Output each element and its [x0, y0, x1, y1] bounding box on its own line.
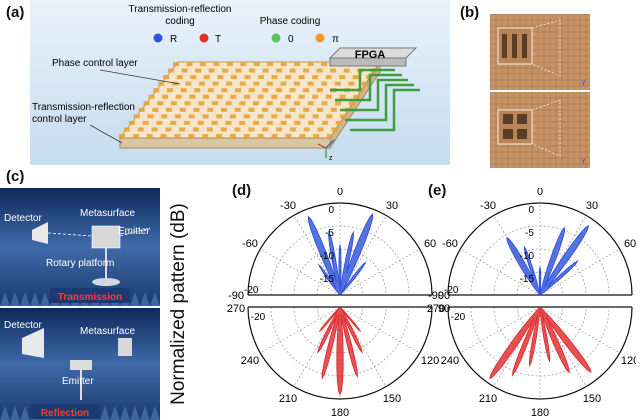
red-lobe-d [317, 306, 363, 396]
angle-label-bottom: 270 [427, 303, 445, 315]
r-tick-label: -20 [444, 285, 459, 296]
red-lobe-e [489, 306, 592, 380]
angle-label-bottom: 90 [438, 303, 450, 315]
svg-text:y: y [582, 80, 585, 86]
legend-items: R T 0 π [153, 33, 339, 45]
unit-cell-photo-top: y [490, 14, 590, 90]
r-tick-label: -5 [525, 228, 534, 239]
tr-layer-label-1: Transmission-reflection [32, 102, 135, 113]
angle-label-top: -90 [228, 290, 244, 302]
r-tick-label-bottom: -20 [451, 312, 466, 323]
legend-T: T [215, 34, 221, 45]
r-tick-label-bottom: -20 [251, 312, 266, 323]
angle-label-top: -30 [280, 200, 296, 212]
legend-title-tr: Transmission-reflection [129, 4, 232, 15]
angle-label-top: -60 [442, 238, 458, 250]
angle-label-top: -60 [242, 238, 258, 250]
angle-label-top: 30 [386, 200, 398, 212]
r-tick-label: -5 [325, 228, 334, 239]
control-lines [330, 68, 420, 132]
metasurface-label-top: Metasurface [80, 208, 135, 219]
fpga-text: FPGA [355, 49, 386, 61]
angle-label-top: -90 [428, 290, 444, 302]
angle-label-bottom: 210 [279, 393, 297, 405]
angle-label-bottom: 150 [383, 393, 401, 405]
polar-grid-bottom-e [447, 306, 633, 400]
metasurface-label-bottom: Metasurface [80, 326, 135, 337]
angle-label-bottom: 240 [441, 355, 459, 367]
angle-label-bottom: 120 [621, 355, 636, 367]
panel-d-label: (d) [232, 182, 252, 199]
r-tick-label: -10 [320, 251, 335, 262]
blue-lobe-d [307, 213, 374, 296]
angle-label-top: 60 [624, 238, 636, 250]
polar-grid-top-d [247, 202, 433, 296]
angle-label-bottom: 150 [583, 393, 601, 405]
r-tick-label: -15 [520, 274, 535, 285]
angle-label-top: 30 [586, 200, 598, 212]
axes-glyph: z [317, 139, 335, 162]
angle-label-bottom: 180 [531, 407, 549, 418]
svg-text:z: z [329, 155, 333, 162]
legend-R: R [170, 34, 177, 45]
r-tick-label: 0 [528, 205, 534, 216]
polar-grid-top-e [447, 202, 633, 296]
chamber-photo: Detector Metasurface Emitter Rotary plat… [0, 188, 160, 420]
legend-pi: π [332, 34, 339, 45]
angle-label-bottom: 180 [331, 407, 349, 418]
r-tick-label: -10 [520, 251, 535, 262]
r-tick-label: -20 [244, 285, 259, 296]
blue-lobe-e [506, 224, 590, 296]
unit-cell-photo-bottom: y [490, 92, 590, 168]
tr-layer-label-2: control layer [32, 114, 87, 125]
equipment-bottom [22, 328, 132, 400]
angle-label-bottom: 210 [479, 393, 497, 405]
panel-a-label: (a) [6, 4, 25, 21]
angle-label-top: 0 [537, 188, 543, 198]
fpga-chip: FPGA [328, 47, 418, 67]
r-tick-label: -15 [320, 274, 335, 285]
detector-label-top: Detector [4, 213, 42, 224]
svg-text:y: y [582, 158, 585, 164]
angle-label-top: -30 [480, 200, 496, 212]
detector-label-bottom: Detector [4, 320, 42, 331]
phase-layer-label: Phase control layer [52, 58, 138, 69]
transmission-label: Transmission [58, 292, 122, 303]
y-axis-label: Normalized pattern (dB) [168, 203, 189, 405]
reflection-label: Reflection [41, 408, 89, 419]
panel-c-label: (c) [6, 168, 25, 185]
angle-label-top: 90 [438, 290, 450, 302]
metasurface-schematic: FPGA Transmission-reflection coding Phas… [30, 0, 450, 165]
emitter-label-bottom: Emitter [62, 376, 94, 387]
legend-title-tr2: coding [165, 16, 194, 27]
equipment-top [32, 222, 151, 286]
angle-label-top: 0 [337, 188, 343, 198]
angle-label-bottom: 270 [227, 303, 245, 315]
ylabel-container: Normalized pattern (dB) [168, 190, 190, 418]
panel-b-label: (b) [460, 4, 480, 21]
emitter-label-top: Emitter [118, 226, 150, 237]
panel-e-label: (e) [428, 182, 447, 199]
legend-title-phase: Phase coding [260, 16, 321, 27]
angle-label-top: 60 [424, 238, 436, 250]
r-tick-label: 0 [328, 205, 334, 216]
legend-0: 0 [288, 34, 294, 45]
angle-label-bottom: 240 [241, 355, 259, 367]
angle-label-bottom: 120 [421, 355, 439, 367]
rotary-label: Rotary platform [46, 258, 114, 269]
